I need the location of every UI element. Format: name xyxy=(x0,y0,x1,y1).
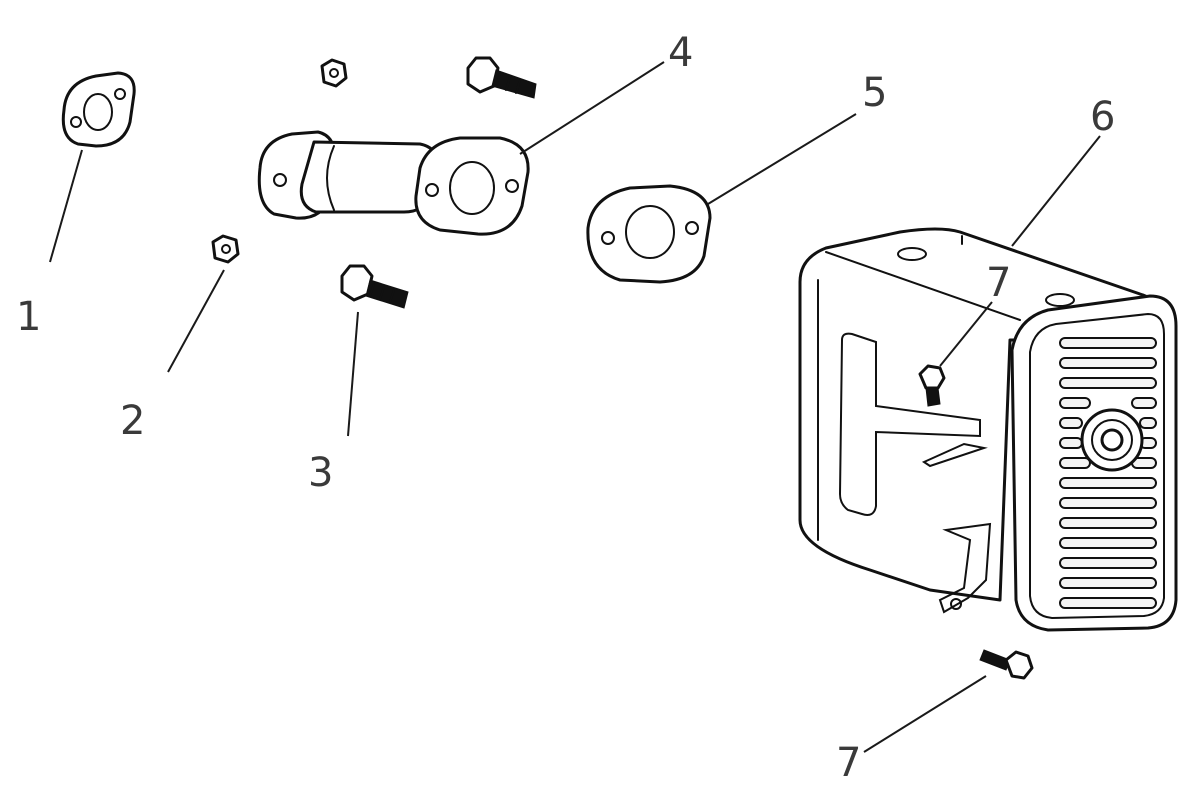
gasket-small xyxy=(61,71,136,148)
callout-label-7-upper: 7 xyxy=(986,260,1011,306)
muffler-screw-bottom xyxy=(979,649,1034,680)
flange-bolt-bottom xyxy=(340,264,409,309)
callout-label-7-lower: 7 xyxy=(836,740,861,786)
callout-label-3: 3 xyxy=(308,450,333,496)
exhaust-pipe xyxy=(257,130,530,236)
callout-label-1: 1 xyxy=(16,294,41,340)
gasket-large xyxy=(586,184,712,284)
hex-nut-top xyxy=(320,58,348,88)
flange-bolt-top xyxy=(466,56,537,99)
muffler-outlet xyxy=(1080,408,1144,472)
muffler-screw-top xyxy=(918,364,946,407)
callout-label-6: 6 xyxy=(1090,94,1115,140)
muffler-end-cap xyxy=(1010,294,1178,632)
callout-label-5: 5 xyxy=(862,70,887,116)
callout-label-2: 2 xyxy=(120,398,145,444)
leader-lines xyxy=(49,61,1101,753)
callout-labels: 1 2 3 4 5 6 7 7 xyxy=(16,30,1115,786)
end-cap-slots xyxy=(1059,337,1157,609)
hex-nut-bottom xyxy=(211,234,240,264)
callout-label-4: 4 xyxy=(668,30,693,76)
